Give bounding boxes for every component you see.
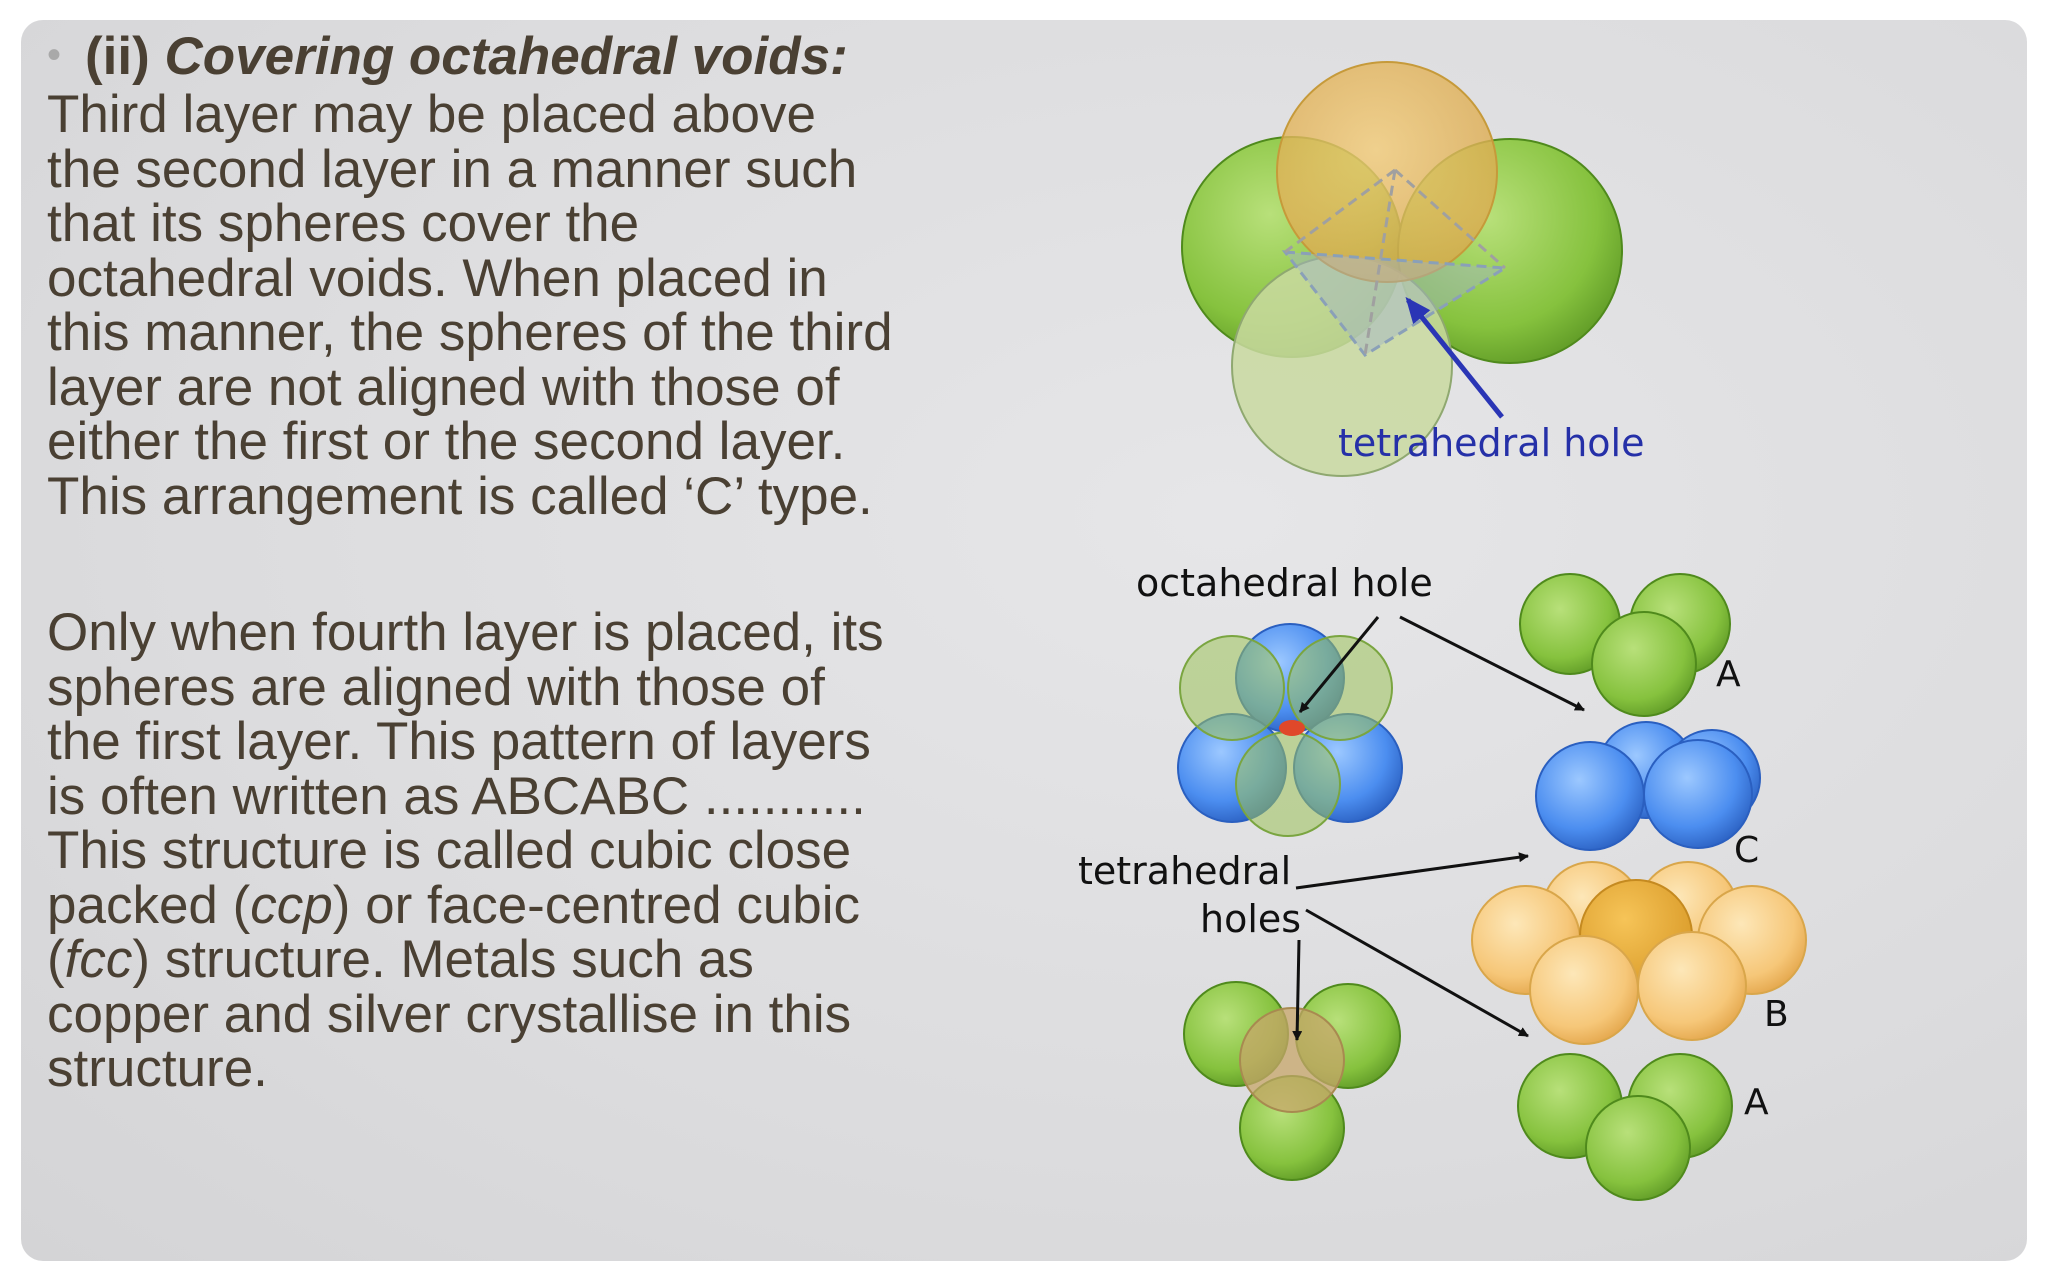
- paragraph-2-line: packed (ccp) or face-centred cubic: [47, 875, 1007, 935]
- tetrahedron-edge: [1284, 168, 1396, 254]
- paragraph-1-line: that its spheres cover the: [47, 194, 640, 253]
- paragraph-1-line: Third layer may be placed above: [47, 85, 816, 144]
- ccp-abbrev: ccp: [250, 875, 333, 935]
- pointer-arrow: [1305, 908, 1529, 1038]
- text-column: • (ii) Covering octahedral voids: Third l…: [47, 24, 1007, 1097]
- green-sphere: [1591, 611, 1697, 717]
- paragraph-2-line: is often written as ABCABC ...........: [47, 766, 866, 826]
- orange-sphere: [1637, 931, 1747, 1041]
- green-sphere: [1235, 731, 1341, 837]
- paragraph-1-line: either the first or the second layer.: [47, 412, 846, 471]
- layer-label-b: B: [1764, 994, 1789, 1035]
- tetrahedral-holes-label-line1: tetrahedral: [1078, 849, 1291, 893]
- fcc-abbrev: fcc: [64, 930, 133, 989]
- paragraph-2-line: spheres are aligned with those of: [47, 657, 825, 717]
- paragraph-2-line: the first layer. This pattern of layers: [47, 712, 871, 771]
- tetrahedral-holes-label-line2: holes: [1200, 897, 1301, 941]
- layer-a-top: A: [1519, 573, 1741, 717]
- paragraph-1-line: This arrangement is called ‘C’ type.: [47, 466, 873, 526]
- layer-a-bottom: A: [1517, 1053, 1769, 1201]
- octahedral-hole-label: octahedral hole: [1136, 561, 1433, 605]
- green-sphere: [1179, 635, 1285, 741]
- pointer-arrow: [1298, 616, 1380, 713]
- blue-arrow: [1405, 296, 1504, 419]
- layer-c: C: [1535, 721, 1761, 871]
- pointer-arrow: [1292, 939, 1303, 1041]
- section-heading: • (ii) Covering octahedral voids:: [47, 24, 1007, 88]
- orange-sphere: [1529, 935, 1639, 1045]
- octahedral-hole-figure: [1177, 615, 1585, 837]
- layer-b: B: [1471, 861, 1807, 1045]
- text-run: packed (: [47, 875, 251, 935]
- green-sphere: [1287, 635, 1393, 741]
- paragraph-1-line: this manner, the spheres of the third: [47, 303, 893, 362]
- tetrahedral-hole-label: tetrahedral hole: [1338, 421, 1645, 465]
- paragraph-1-line: the second layer in a manner such: [47, 139, 858, 199]
- tetrahedral-hole-figure: tetrahedral hole: [1181, 61, 1645, 477]
- layer-label-a: A: [1716, 654, 1741, 695]
- blue-sphere: [1643, 739, 1753, 849]
- octahedral-center: [1279, 720, 1305, 736]
- paragraph-2: Only when fourth layer is placed, its sp…: [47, 603, 1007, 1098]
- text-run: ) structure. Metals such as: [132, 930, 754, 989]
- paragraph-2-line: copper and silver crystallise in this: [47, 984, 852, 1044]
- paragraph-2-line: structure.: [47, 1039, 268, 1098]
- tetrahedron-base: [1281, 250, 1510, 357]
- orange-sphere: [1276, 61, 1498, 283]
- green-sphere: [1585, 1095, 1691, 1201]
- text-run: (: [47, 930, 65, 989]
- layer-label-c: C: [1734, 830, 1759, 871]
- heading-title: Covering octahedral voids:: [164, 27, 848, 86]
- text-run: ) or face-centred cubic: [332, 875, 861, 935]
- paragraph-2-line: (fcc) structure. Metals such as: [47, 930, 1007, 989]
- heading-number: (ii): [85, 27, 150, 86]
- blue-sphere: [1535, 741, 1645, 851]
- tetrahedron-edge: [1394, 168, 1506, 270]
- paragraph-1: Third layer may be placed above the seco…: [47, 85, 1007, 526]
- layer-label-a: A: [1744, 1082, 1769, 1123]
- orange-sphere: [1239, 1007, 1345, 1113]
- pointer-arrow: [1295, 852, 1529, 890]
- tetrahedral-holes-figure: [1183, 939, 1401, 1181]
- paragraph-2-line: Only when fourth layer is placed, its: [47, 603, 884, 662]
- paragraph-1-line: layer are not aligned with those of: [47, 357, 840, 417]
- paragraph-2-line: This structure is called cubic close: [47, 821, 852, 880]
- paragraph-1-line: octahedral voids. When placed in: [47, 248, 828, 308]
- bullet-dot: •: [47, 33, 62, 77]
- pointer-arrow: [1399, 615, 1585, 712]
